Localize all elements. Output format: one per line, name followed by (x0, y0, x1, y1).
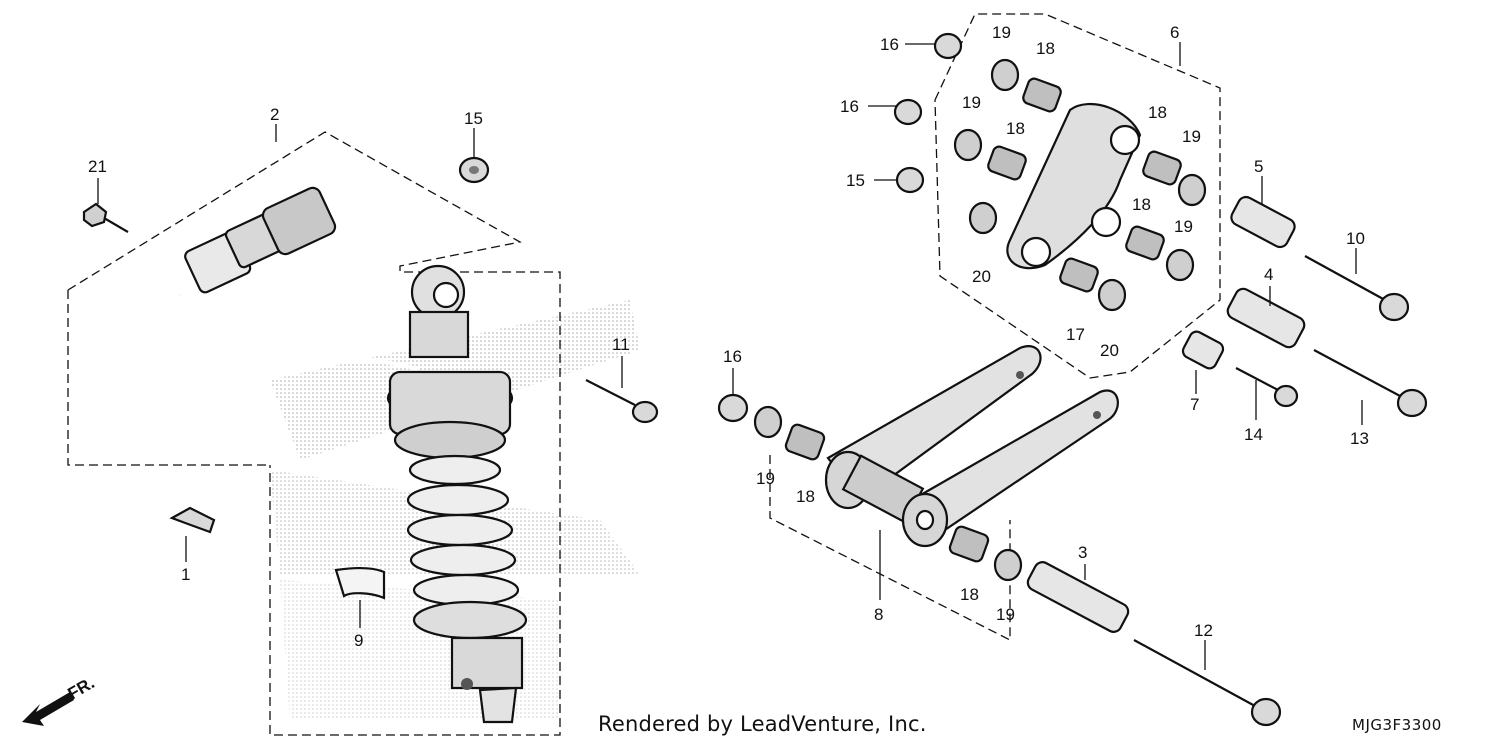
front-direction-arrow-icon: FR. (22, 673, 98, 726)
nut-15-top (458, 156, 490, 184)
callout-19-c: 19 (1182, 127, 1201, 146)
callout-2: 2 (270, 105, 279, 124)
callout-19-a: 19 (992, 23, 1011, 42)
group-box-left (67, 131, 561, 736)
needle-bearings-upper (987, 77, 1182, 293)
callout-17: 17 (1066, 325, 1085, 344)
leader-lines (97, 42, 1363, 670)
collar-3 (1026, 561, 1130, 633)
callout-18-d: 18 (1132, 195, 1151, 214)
collars (1181, 195, 1306, 370)
callout-12: 12 (1194, 621, 1213, 640)
callout-5: 5 (1254, 157, 1263, 176)
callout-labels: 2 21 15 1 9 11 16 16 15 19 18 19 18 6 18… (88, 23, 1369, 650)
callout-7: 7 (1190, 395, 1199, 414)
callout-8: 8 (874, 605, 883, 624)
nuts-upper-right (893, 32, 963, 194)
clip-1 (169, 506, 216, 534)
seals-upper (953, 58, 1207, 312)
callout-18-a: 18 (1036, 39, 1055, 58)
callout-19-d: 19 (1174, 217, 1193, 236)
callout-1: 1 (181, 565, 190, 584)
callout-19-b: 19 (962, 93, 981, 112)
callout-18-b: 18 (1006, 119, 1025, 138)
callout-11: 11 (612, 335, 630, 354)
upper-link (1006, 102, 1142, 270)
callout-20-b: 20 (1100, 341, 1119, 360)
callout-21: 21 (88, 157, 107, 176)
bolt-11 (585, 379, 659, 424)
bolts-right (1133, 255, 1428, 727)
diagram-code: MJG3F3300 (1352, 716, 1442, 734)
link-arms (824, 345, 1119, 548)
bolt-21 (82, 202, 129, 233)
callout-3: 3 (1078, 543, 1087, 562)
group-box-upper-right (934, 13, 1221, 379)
callout-19-e: 19 (756, 469, 775, 488)
shock-sensor-part (112, 186, 421, 417)
callout-20-a: 20 (972, 267, 991, 286)
callout-18-e: 18 (796, 487, 815, 506)
callout-16-a: 16 (880, 35, 899, 54)
callout-9: 9 (354, 631, 363, 650)
band-9 (334, 566, 386, 600)
callout-18-f: 18 (960, 585, 979, 604)
callout-13: 13 (1350, 429, 1369, 448)
callout-18-c: 18 (1148, 103, 1167, 122)
callout-16-b: 16 (840, 97, 859, 116)
callout-19-f: 19 (996, 605, 1015, 624)
bearings-lower (717, 393, 1023, 582)
rear-shock-absorber (386, 264, 528, 724)
callout-4: 4 (1264, 265, 1273, 284)
callout-14: 14 (1244, 425, 1263, 444)
callout-15-right: 15 (846, 171, 865, 190)
callout-15-top: 15 (464, 109, 483, 128)
credit-text: Rendered by LeadVenture, Inc. (598, 712, 927, 736)
callout-16-c: 16 (723, 347, 742, 366)
callout-6: 6 (1170, 23, 1179, 42)
callout-10: 10 (1346, 229, 1365, 248)
